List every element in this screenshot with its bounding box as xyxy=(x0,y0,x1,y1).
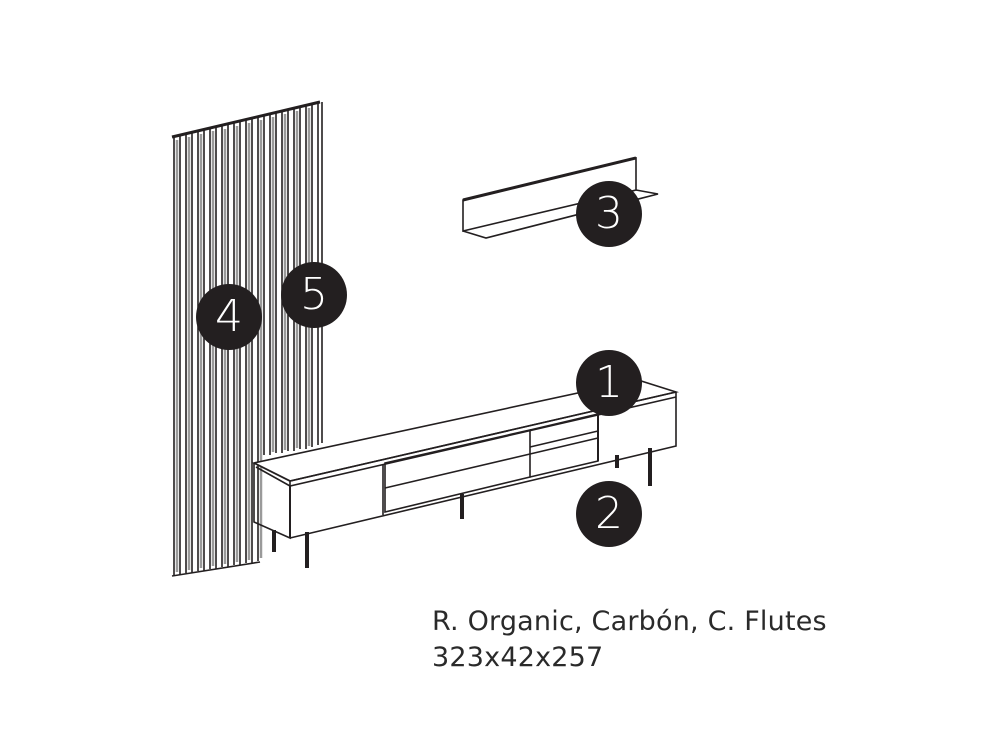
component-badge-3: 3 xyxy=(576,181,642,247)
tv-cabinet xyxy=(251,379,680,568)
component-badge-4: 4 xyxy=(196,284,262,350)
component-badge-2: 2 xyxy=(576,481,642,547)
product-caption: R. Organic, Carbón, C. Flutes 323x42x257 xyxy=(432,604,827,676)
badge-label: 1 xyxy=(595,357,623,408)
badge-label: 3 xyxy=(595,188,623,239)
badge-label: 5 xyxy=(300,269,328,320)
caption-materials: R. Organic, Carbón, C. Flutes xyxy=(432,606,827,637)
component-badge-5: 5 xyxy=(281,262,347,328)
caption-dimensions: 323x42x257 xyxy=(432,642,604,673)
badge-label: 2 xyxy=(595,488,623,539)
component-badge-1: 1 xyxy=(576,350,642,416)
badge-label: 4 xyxy=(215,291,243,342)
wall-shelf xyxy=(462,156,659,239)
